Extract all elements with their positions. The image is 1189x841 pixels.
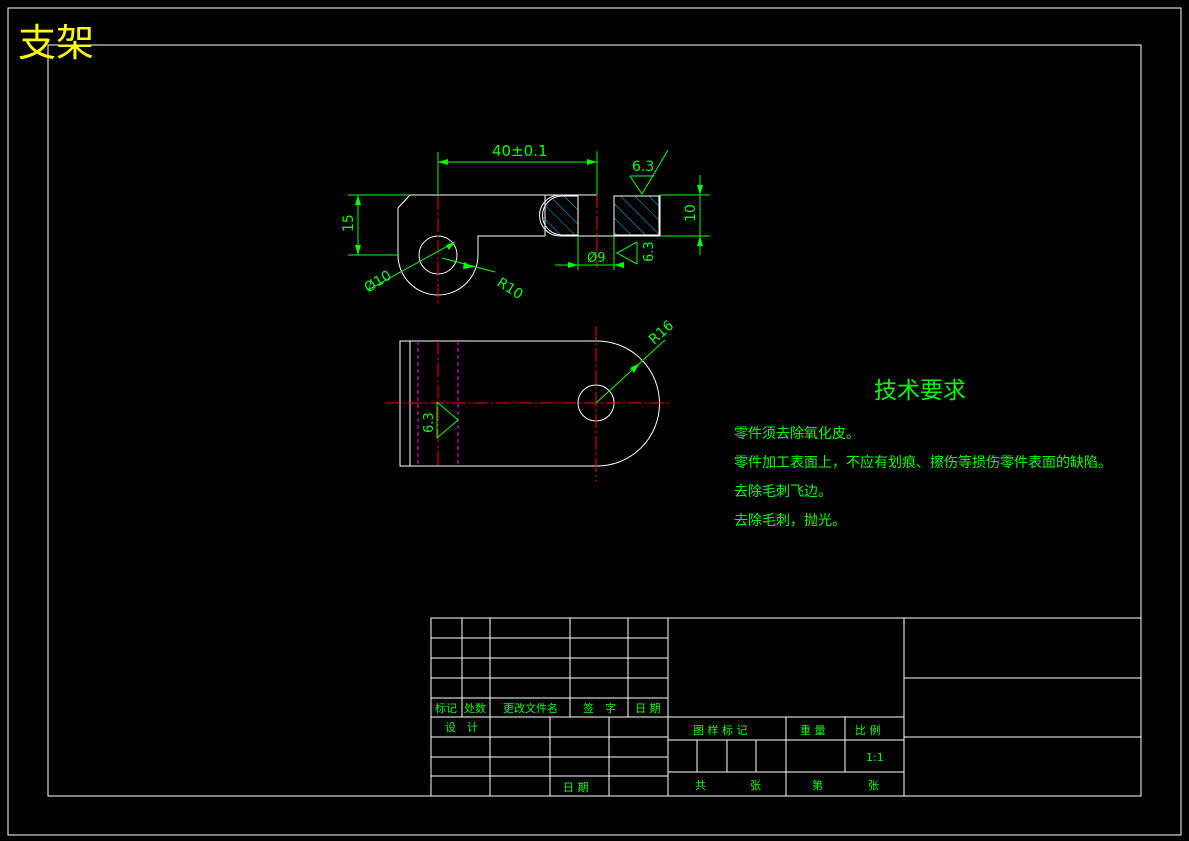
front-view-boss xyxy=(539,194,661,237)
dim-hole-d9: Ø9 xyxy=(587,251,606,266)
tech-item-1: 零件须去除氧化皮。 xyxy=(734,426,860,442)
drawing-title: 支架 xyxy=(18,21,94,65)
dim-height-15: 15 xyxy=(341,214,357,232)
tb-sheji: 设 计 xyxy=(445,721,478,734)
tech-item-3: 去除毛刺飞边。 xyxy=(734,484,832,500)
outer-frame xyxy=(7,7,1182,836)
tech-item-2: 零件加工表面上，不应有划痕、擦伤等损伤零件表面的缺陷。 xyxy=(734,454,1112,471)
hatch-left xyxy=(542,195,579,236)
tb-riqi: 日 期 xyxy=(635,702,661,715)
tech-requirements: 技术要求 零件须去除氧化皮。 零件加工表面上，不应有划痕、擦伤等损伤零件表面的缺… xyxy=(734,378,1112,529)
tb-zhongliang: 重 量 xyxy=(800,723,826,737)
tb-genggai: 更改文件名 xyxy=(503,701,558,715)
tb-scale: 1:1 xyxy=(866,751,884,764)
plan-view: R16 6.3 xyxy=(386,318,677,482)
tb-zhang: 张 xyxy=(750,779,761,792)
hatch-right xyxy=(613,195,660,236)
dim-radius-10: R10 xyxy=(494,275,526,303)
tb-riqi2: 日 期 xyxy=(563,781,589,794)
tb-gong: 共 xyxy=(695,779,706,792)
tech-item-4: 去除毛刺，抛光。 xyxy=(734,513,846,529)
dim-radius-16: R16 xyxy=(646,318,677,348)
tb-chushu: 处数 xyxy=(464,702,486,715)
tb-qianzi: 签 字 xyxy=(583,701,616,715)
tb-bili: 比 例 xyxy=(855,723,881,737)
tb-zhang2: 张 xyxy=(868,779,879,792)
title-block: 标记 处数 更改文件名 签 字 日 期 设 计 日 期 图 样 标 记 重 量 … xyxy=(430,617,1142,797)
roughness-plan: 6.3 xyxy=(422,412,437,433)
tech-heading: 技术要求 xyxy=(874,378,966,404)
dim-width-40: 40±0.1 xyxy=(492,142,548,160)
roughness-side: 6.3 xyxy=(642,241,657,262)
dim-hole-d10: Ø10 xyxy=(362,268,395,297)
dim-thickness-10: 10 xyxy=(683,204,699,222)
tb-di: 第 xyxy=(812,778,823,792)
tb-tuyang-biaoji: 图 样 标 记 xyxy=(693,723,748,737)
roughness-top: 6.3 xyxy=(632,159,654,175)
front-view xyxy=(397,150,661,304)
plan-outline xyxy=(399,340,660,467)
tb-biaoji: 标记 xyxy=(435,701,457,715)
